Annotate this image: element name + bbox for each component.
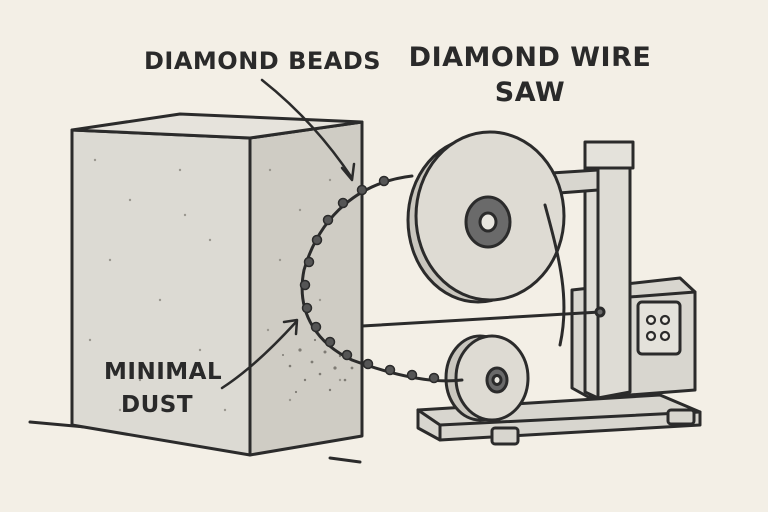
diamond-beads-label: DIAMOND BEADS <box>144 47 381 75</box>
wire-back-segment <box>543 203 566 347</box>
minimal-dust-label-line1: MINIMAL <box>104 359 222 385</box>
control-buttons <box>645 314 671 342</box>
idler-wheel-axle <box>491 374 503 386</box>
diamond-wire <box>299 174 566 384</box>
drive-wheel <box>406 130 566 304</box>
callout-arrows <box>220 78 356 390</box>
rod-pivot <box>594 306 606 318</box>
saw-machine <box>360 140 702 446</box>
base-foot-left <box>490 426 520 446</box>
dust-particles <box>282 338 354 394</box>
stone-top-face <box>70 112 364 140</box>
column-cap <box>583 140 635 170</box>
base-foot-right <box>666 408 696 426</box>
minimal-dust-arrow <box>220 320 298 390</box>
diamond-beads-arrowhead <box>340 162 356 182</box>
drive-wheel-axle <box>478 211 498 233</box>
diamond-beads-arrow <box>260 78 354 180</box>
wire-loop <box>300 174 464 383</box>
minimal-dust-arrowhead <box>282 318 299 336</box>
guide-rod <box>360 310 602 328</box>
control-panel <box>636 300 682 356</box>
diamond-beads <box>299 175 440 384</box>
idler-wheel <box>444 334 530 422</box>
stone-texture-dots <box>88 158 342 412</box>
diagram-title-line1: DIAMOND WIRE <box>409 42 652 73</box>
stone-block <box>70 112 364 457</box>
minimal-dust-label-line2: DUST <box>121 392 193 418</box>
diagram-title-line2: SAW <box>495 77 565 108</box>
